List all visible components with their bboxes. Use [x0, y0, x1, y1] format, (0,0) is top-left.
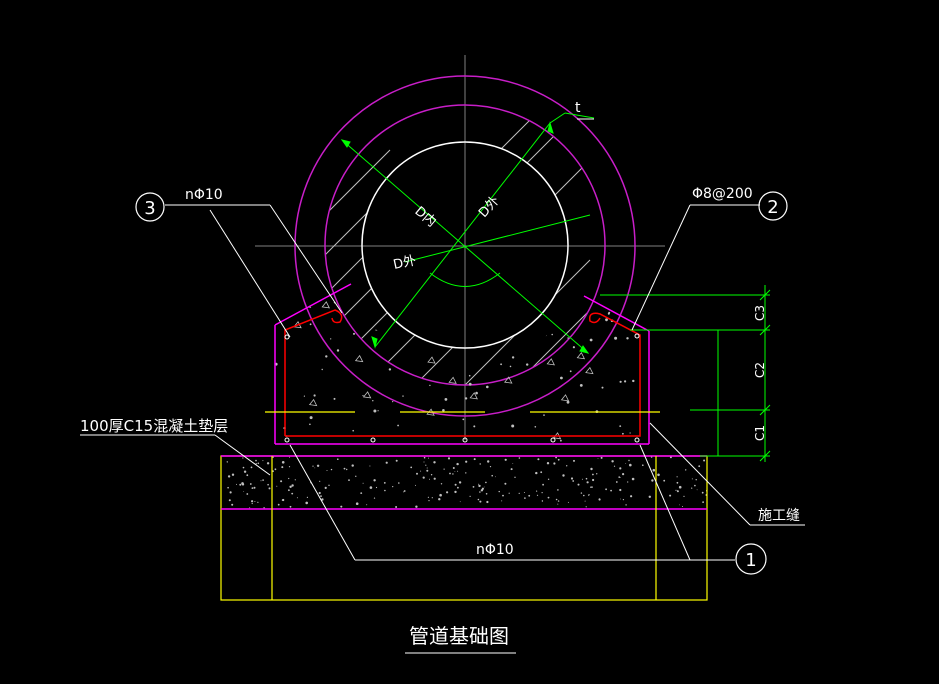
dim-c3-label: C3: [753, 305, 767, 321]
dimension-lines: [340, 112, 771, 462]
construction-joint-label: 施工缝: [758, 508, 800, 524]
callout-three-label: 3: [144, 198, 155, 219]
cushion-layer: [220, 455, 708, 601]
dim-c1-label: C1: [753, 425, 767, 441]
callout-three: 3: [135, 192, 165, 222]
center-lines: [255, 55, 665, 440]
callout-two-label: 2: [767, 197, 778, 218]
rebar: [284, 309, 641, 437]
rebar-top-label: nΦ10: [185, 187, 223, 203]
inner-diameter-label: D内: [412, 203, 440, 230]
callout-one-label: 1: [745, 550, 756, 571]
callout-one: 1: [735, 543, 767, 575]
diameter-label: D外: [392, 253, 418, 272]
rebar-dots: [284, 333, 640, 443]
stirrup-label: Φ8@200: [692, 186, 753, 202]
callout-two: 2: [758, 191, 788, 221]
cushion-label: 100厚C15混凝土垫层: [80, 417, 228, 435]
drawing-title: 管道基础图: [405, 624, 516, 654]
rebar-bottom-label: nΦ10: [476, 542, 514, 558]
drawing-title-text: 管道基础图: [409, 624, 509, 648]
thickness-label: t: [575, 100, 581, 116]
outer-diameter-label: D外: [476, 194, 503, 221]
dim-c2-label: C2: [753, 362, 767, 378]
leader-lines: [80, 118, 805, 561]
concrete-base: [274, 283, 650, 445]
pipe-outer-circle: [294, 75, 636, 417]
